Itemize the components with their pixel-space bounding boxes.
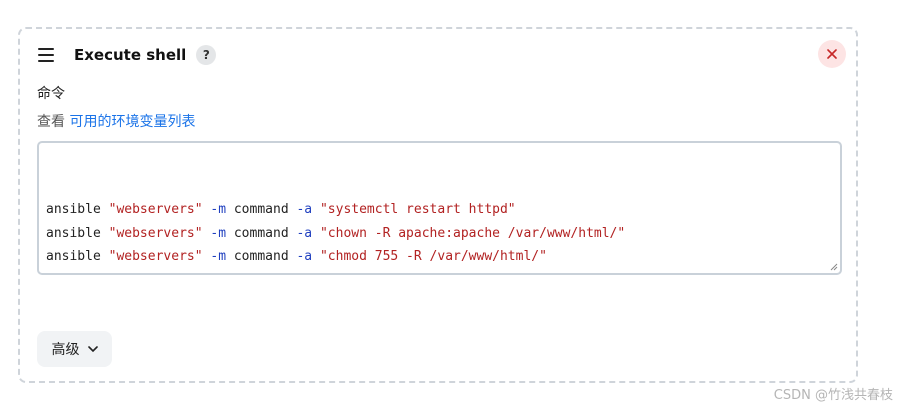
code-flag: -a bbox=[296, 225, 313, 241]
command-line: ansible "webservers" -m command -a "chow… bbox=[46, 222, 833, 246]
chevron-down-icon bbox=[87, 345, 98, 352]
command-line: ansible "webservers" -m command -a "syst… bbox=[46, 198, 833, 222]
code-string: "chmod 755 -R /var/www/html/" bbox=[319, 249, 547, 264]
code-text: command bbox=[226, 249, 297, 264]
code-flag: -a bbox=[296, 249, 313, 264]
env-vars-prefix: 查看 bbox=[37, 114, 70, 130]
env-vars-hint: 查看 可用的环境变量列表 bbox=[37, 111, 195, 131]
command-label: 命令 bbox=[37, 86, 65, 102]
step-title: Execute shell bbox=[74, 46, 187, 64]
help-icon[interactable]: ? bbox=[196, 45, 217, 65]
command-textarea[interactable]: ansible "webservers" -m command -a "syst… bbox=[37, 141, 842, 275]
code-text bbox=[312, 226, 320, 241]
code-string: "webservers" bbox=[108, 202, 203, 217]
code-flag: -m bbox=[210, 249, 227, 264]
advanced-button[interactable]: 高级 bbox=[37, 331, 112, 367]
code-text: command bbox=[226, 225, 297, 241]
code-flag: -m bbox=[210, 225, 227, 241]
code-flag: -m bbox=[210, 202, 227, 217]
code-text: ansible bbox=[46, 249, 109, 264]
code-text bbox=[312, 202, 320, 217]
code-text: ansible bbox=[46, 202, 109, 217]
code-text bbox=[312, 249, 320, 264]
code-flag: -a bbox=[296, 202, 313, 217]
drag-handle-icon[interactable] bbox=[38, 48, 54, 62]
code-text: ansible bbox=[46, 225, 109, 241]
code-string: "webservers" bbox=[108, 249, 203, 264]
watermark: CSDN @竹浅共春枝 bbox=[773, 388, 893, 403]
close-icon bbox=[827, 49, 837, 59]
code-string: "systemctl restart httpd" bbox=[319, 202, 516, 217]
env-vars-link[interactable]: 可用的环境变量列表 bbox=[69, 114, 196, 130]
delete-step-button[interactable] bbox=[818, 40, 846, 68]
code-string: "chown -R apache:apache /var/www/html/" bbox=[319, 225, 626, 241]
step-header: Execute shell ? bbox=[38, 43, 217, 67]
advanced-label: 高级 bbox=[51, 342, 80, 358]
code-string: "webservers" bbox=[108, 225, 203, 241]
resize-handle-icon[interactable] bbox=[829, 262, 838, 271]
command-line: ansible "webservers" -m command -a "chmo… bbox=[46, 245, 833, 269]
code-text: command bbox=[226, 202, 297, 217]
build-step-card: Execute shell ? 命令 查看 可用的环境变量列表 ansible … bbox=[18, 27, 858, 383]
command-code[interactable]: ansible "webservers" -m command -a "syst… bbox=[46, 198, 833, 269]
